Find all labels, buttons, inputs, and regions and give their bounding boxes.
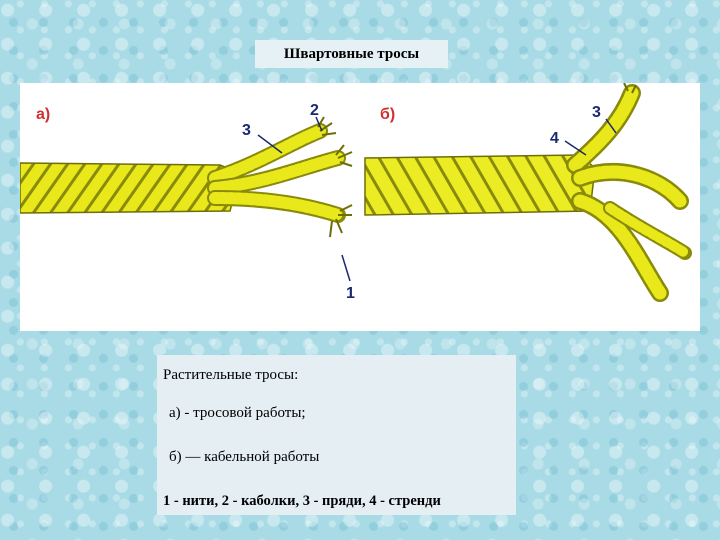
panel-a-label: а) <box>36 106 50 123</box>
panel-b-label: б) <box>380 106 395 123</box>
caption-legend: 1 - нити, 2 - каболки, 3 - пряди, 4 - ст… <box>163 493 441 509</box>
slide-title-text: Швартовные тросы <box>283 45 420 62</box>
caption-item-b: б) — кабельной работы <box>169 449 320 465</box>
rope-diagram: а) 3 2 1 б) 3 4 <box>20 83 692 302</box>
label-a-2: 2 <box>310 102 319 119</box>
rope-a <box>20 116 353 238</box>
label-a-1: 1 <box>346 285 355 302</box>
rope-b <box>364 83 692 302</box>
label-b-4: 4 <box>550 130 559 147</box>
caption-heading: Растительные тросы: <box>163 367 299 383</box>
label-b-3: 3 <box>592 104 601 121</box>
caption-box: Растительные тросы: а) - тросовой работы… <box>157 355 516 515</box>
slide-title: Швартовные тросы <box>255 40 448 68</box>
rope-illustration: а) 3 2 1 б) 3 4 <box>20 83 700 331</box>
caption-item-a: а) - тросовой работы; <box>169 405 306 421</box>
label-a-3: 3 <box>242 122 251 139</box>
